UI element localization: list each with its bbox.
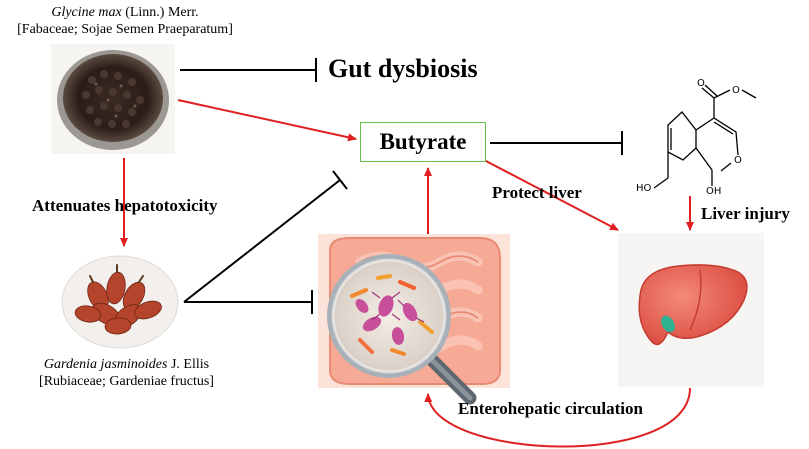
- gardenia-plate-image: [61, 255, 179, 349]
- gardenia-authority: J. Ellis: [170, 357, 210, 372]
- ester-o-single: O: [732, 85, 740, 96]
- inhibition-edges: [180, 58, 623, 314]
- soybean-bowl-image: [51, 44, 175, 154]
- butyrate-node: Butyrate: [360, 122, 486, 162]
- soy-authority: (Linn.) Merr.: [125, 5, 199, 20]
- iridoid-molecule: [653, 84, 757, 189]
- gut-microbiota-image: [318, 234, 510, 405]
- liver-image: [618, 233, 764, 387]
- gardenia-family: [Rubiaceae; Gardeniae fructus]: [39, 374, 214, 389]
- attenuates-label: Attenuates hepatotoxicity: [32, 196, 218, 215]
- gardenia-caption: Gardenia jasminoides J. Ellis [Rubiaceae…: [4, 356, 249, 390]
- arrow-butyrate-to-liver: [483, 159, 619, 231]
- enterohepatic-label: Enterohepatic circulation: [458, 399, 643, 418]
- arrow-enterohepatic-loop: [424, 387, 691, 448]
- molecule-ring-o: O: [734, 155, 742, 166]
- soy-family: [Fabaceae; Sojae Semen Praeparatum]: [17, 22, 233, 37]
- liver-injury-label: Liver injury: [701, 204, 790, 223]
- soy-caption: Glycine max (Linn.) Merr. [Fabaceae; Soj…: [0, 4, 250, 38]
- gut-dysbiosis-label: Gut dysbiosis: [328, 54, 478, 83]
- gardenia-latin-name: Gardenia jasminoides: [43, 357, 168, 372]
- protect-liver-label: Protect liver: [492, 183, 582, 202]
- molecule-ho: HO: [636, 183, 652, 194]
- molecule-oh: OH: [706, 186, 722, 197]
- activation-arrows: [120, 99, 694, 448]
- soy-latin-name: Glycine max: [51, 5, 122, 20]
- ester-o-dbl: O: [697, 78, 705, 89]
- arrow-soy-to-butyrate: [177, 99, 357, 142]
